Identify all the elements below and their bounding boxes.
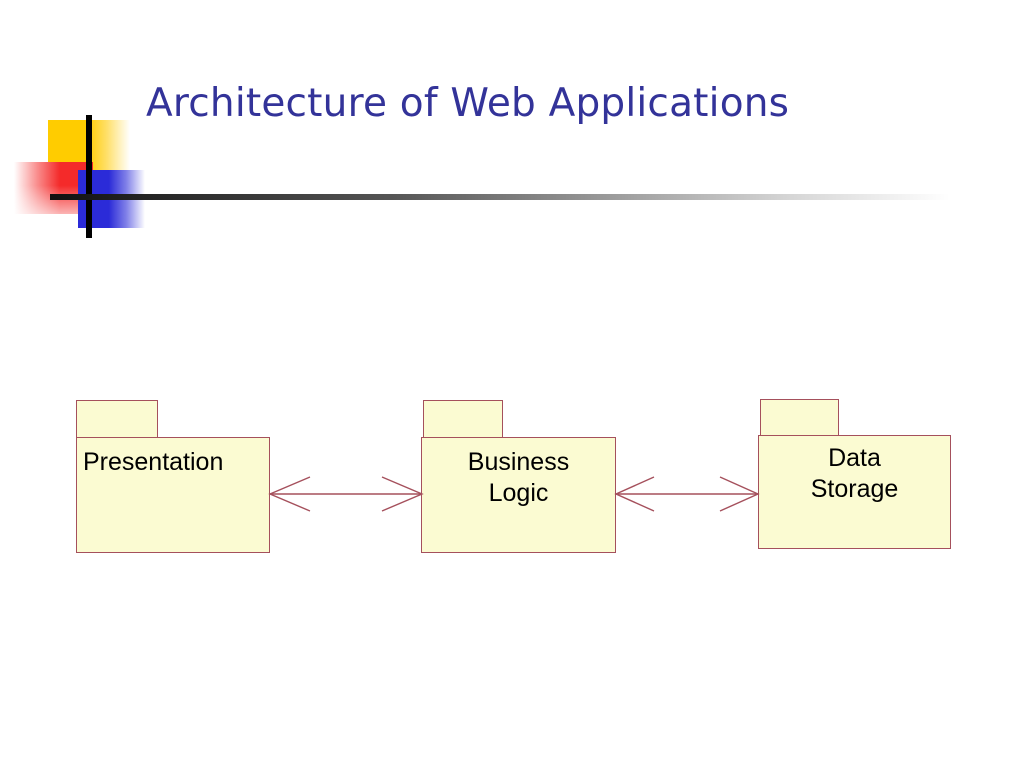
package-business-logic[interactable]: Business Logic <box>421 400 616 553</box>
package-tab <box>760 399 839 436</box>
logo-vertical-bar <box>86 115 92 238</box>
title-underline-rule <box>50 194 950 200</box>
package-presentation[interactable]: Presentation <box>76 400 270 553</box>
package-body <box>421 437 616 553</box>
connector-business-to-data[interactable] <box>614 470 760 518</box>
arrowhead-right-icon <box>381 476 424 512</box>
arrowhead-left-icon <box>268 476 311 512</box>
page-title: Architecture of Web Applications <box>146 81 790 126</box>
connector-presentation-to-business[interactable] <box>268 470 424 518</box>
package-data-storage[interactable]: Data Storage <box>758 399 951 549</box>
package-label-data-storage: Data Storage <box>810 444 899 503</box>
arrowhead-right-icon <box>719 476 760 512</box>
package-tab <box>76 400 158 438</box>
arrowhead-left-icon <box>614 476 655 512</box>
package-body <box>758 435 951 549</box>
package-body <box>76 437 270 553</box>
package-tab <box>423 400 503 438</box>
package-label-business-logic: Business Logic <box>467 448 570 507</box>
package-label-presentation: Presentation <box>83 448 224 476</box>
